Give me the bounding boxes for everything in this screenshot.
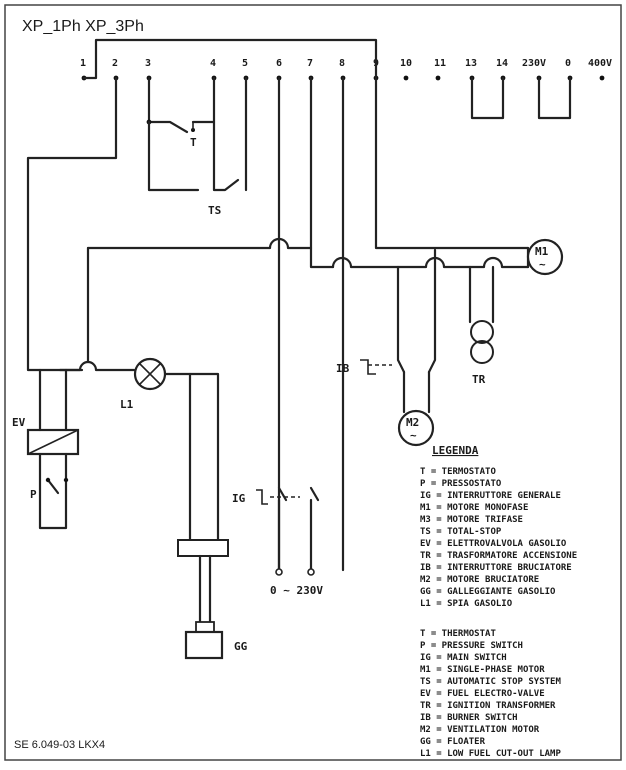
- legend-title: LEGENDA: [432, 444, 479, 457]
- floater-label: GG: [234, 640, 248, 653]
- legend-item: IB = INTERRUTTORE BRUCIATORE: [420, 563, 572, 573]
- legend-item: M1 = SINGLE-PHASE MOTOR: [420, 665, 545, 675]
- pressure-switch: P: [30, 477, 69, 501]
- legend-item: L1 = LOW FUEL CUT-OUT LAMP: [420, 749, 561, 759]
- legend-item: TR = TRASFORMATORE ACCENSIONE: [420, 551, 577, 561]
- feed-wire-2: [26, 76, 118, 372]
- main-switch-label: IG: [232, 492, 246, 505]
- floater-gg: GG: [177, 539, 248, 660]
- drawing-code: SE 6.049-03 LKX4: [14, 739, 105, 751]
- legend-item: TS = AUTOMATIC STOP SYSTEM: [420, 677, 561, 687]
- diagram-title: XP_1Ph XP_3Ph: [22, 18, 144, 35]
- thermostat-label: T: [190, 136, 197, 149]
- legend-item: EV = FUEL ELECTRO-VALVE: [420, 689, 545, 699]
- svg-text:~: ~: [539, 258, 546, 271]
- legend-item: EV = ELETTROVALVOLA GASOLIO: [420, 539, 567, 549]
- legend-item: M2 = VENTILATION MOTOR: [420, 725, 540, 735]
- lamp-l1: L1: [120, 357, 167, 411]
- electro-valve-label: EV: [12, 416, 26, 429]
- pressure-switch-label: P: [30, 488, 37, 501]
- legend-item: M1 = MOTORE MONOFASE: [420, 503, 528, 513]
- terminal-label: 5: [242, 58, 248, 69]
- bus-top: [86, 237, 313, 250]
- terminal-label: 13: [465, 58, 477, 69]
- motor-m2: M2 ~: [397, 409, 435, 447]
- lamp-label: L1: [120, 398, 134, 411]
- bridge-230v-0: [537, 76, 572, 120]
- legend-item: T = TERMOSTATO: [420, 467, 496, 477]
- legend-item: IG = MAIN SWITCH: [420, 653, 507, 663]
- electro-valve: EV: [12, 368, 80, 530]
- terminal-label: 4: [210, 58, 216, 69]
- legend: LEGENDA T = TERMOSTATO P = PRESSOSTATO I…: [420, 444, 577, 759]
- terminal-label: 1: [80, 58, 86, 69]
- total-stop-label: TS: [208, 204, 221, 217]
- terminal-label: 8: [339, 58, 345, 69]
- supply-label: 0 ~ 230V: [270, 584, 323, 597]
- legend-item: M2 = MOTORE BRUCIATORE: [420, 575, 539, 585]
- legend-item: GG = GALLEGGIANTE GASOLIO: [420, 587, 556, 597]
- motor-m2-label: M2: [406, 416, 419, 429]
- legend-item: TS = TOTAL-STOP: [420, 527, 502, 537]
- legend-item: TR = IGNITION TRANSFORMER: [420, 701, 556, 711]
- svg-text:~: ~: [410, 429, 417, 442]
- terminal-label: 0: [565, 58, 571, 69]
- burner-switch-label: IB: [336, 362, 350, 375]
- diagram-border: [4, 4, 622, 761]
- lamp-return-wire: [163, 372, 220, 542]
- legend-item: T = THERMOSTAT: [420, 629, 496, 639]
- lamp-wire: [58, 360, 136, 372]
- thermostat-switch: T: [146, 76, 216, 149]
- bridge-13-14: [470, 76, 505, 120]
- legend-item: GG = FLOATER: [420, 737, 486, 747]
- terminal-label: 14: [496, 58, 508, 69]
- terminal-label: 3: [145, 58, 151, 69]
- terminal-label: 11: [434, 58, 446, 69]
- feed-wire-7: [309, 76, 335, 269]
- terminal-label: 10: [400, 58, 412, 69]
- terminal-label: 6: [276, 58, 282, 69]
- total-stop-switch: TS: [147, 76, 248, 217]
- motor-m1-label: M1: [535, 245, 549, 258]
- terminal-label: 7: [307, 58, 313, 69]
- terminal-strip: 1 2 3 4 5 6 7 8 9 10 11 13 14 230V 0 400…: [80, 58, 612, 69]
- main-switch: IG 0 ~ 230V: [232, 486, 323, 597]
- burner-switch: IB: [336, 248, 437, 414]
- jumper-wire: [82, 38, 378, 80]
- ignition-transformer: TR: [468, 265, 495, 386]
- legend-item: P = PRESSOSTATO: [420, 479, 502, 489]
- bus-second: [331, 256, 530, 269]
- legend-item: L1 = SPIA GASOLIO: [420, 599, 513, 609]
- legend-item: P = PRESSURE SWITCH: [420, 641, 523, 651]
- feed-wire-9: [374, 76, 530, 250]
- legend-item: IG = INTERRUTTORE GENERALE: [420, 491, 561, 501]
- motor-m1: M1 ~: [526, 238, 564, 276]
- terminal-label: 230V: [522, 58, 546, 69]
- terminal-label: 2: [112, 58, 118, 69]
- legend-item: M3 = MOTORE TRIFASE: [420, 515, 523, 525]
- transformer-label: TR: [472, 373, 486, 386]
- legend-item: IB = BURNER SWITCH: [420, 713, 518, 723]
- terminal-label: 400V: [588, 58, 612, 69]
